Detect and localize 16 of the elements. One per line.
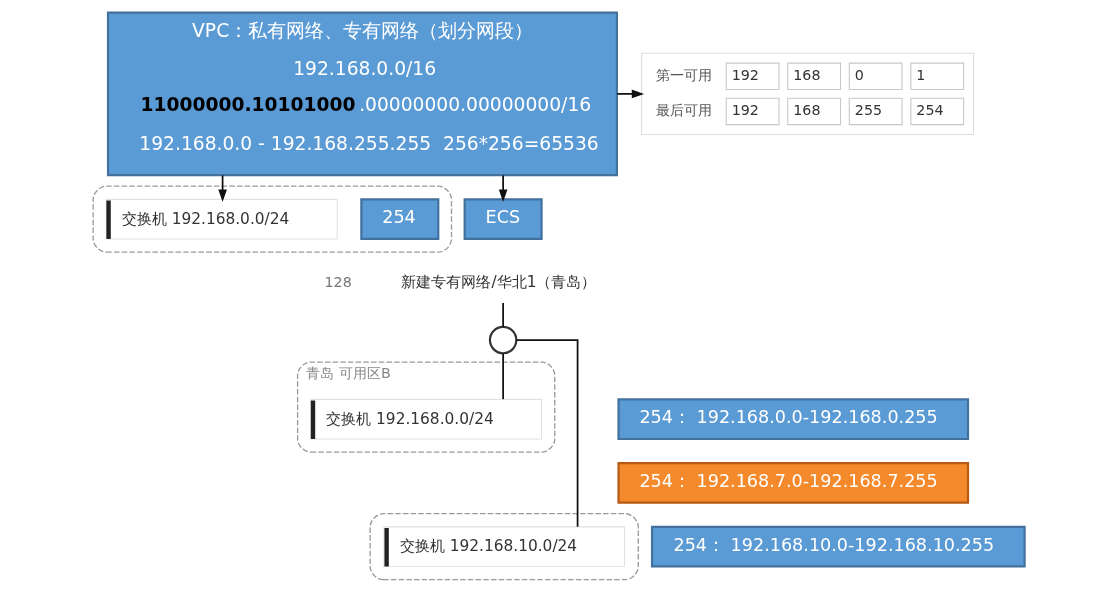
node-box: 254 bbox=[360, 198, 440, 241]
node-text: 新建专有网络/华北1（青岛） bbox=[401, 272, 597, 291]
node-box: ECS bbox=[463, 198, 543, 241]
connector bbox=[502, 352, 504, 401]
node-circle bbox=[488, 325, 518, 355]
node-box: 254： 192.168.7.0-192.168.7.255 bbox=[617, 462, 970, 504]
node-box: 254： 192.168.0.0-192.168.0.255 bbox=[617, 398, 970, 441]
cluster bbox=[92, 185, 453, 253]
connector bbox=[502, 302, 504, 328]
arrow bbox=[498, 174, 508, 202]
connector bbox=[515, 339, 579, 528]
cluster bbox=[369, 513, 639, 581]
arrow bbox=[616, 89, 645, 99]
label: 128 bbox=[324, 273, 352, 290]
node-box: 254： 192.168.10.0-192.168.10.255 bbox=[650, 525, 1026, 568]
node-box: VPC：私有网络、专有网络（划分网段） 192.168.0.0/16 11000000.10101000.00000000.00000000/16 192.168.0.0 - 192.168.255.255 256*256=65536 bbox=[106, 11, 618, 177]
